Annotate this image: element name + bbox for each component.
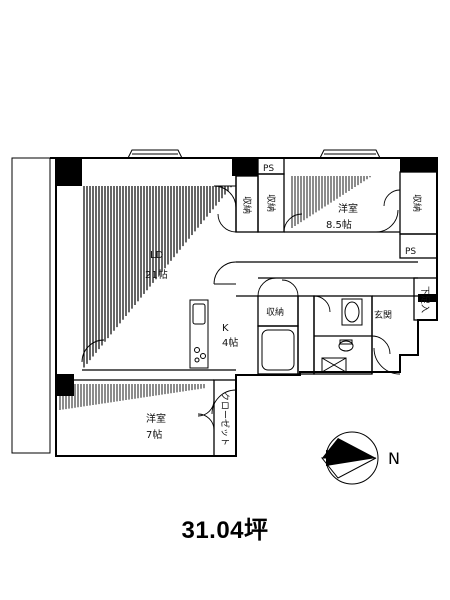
door-swings: [81, 185, 401, 431]
storage-label-1: 収納: [241, 196, 253, 214]
compass: N: [320, 431, 400, 485]
closet-label: クローゼット: [219, 392, 231, 446]
room-labels: LD 21帖 K 4帖 洋室 8.5帖 洋室 7帖 PS PS 収納 玄関 収納…: [145, 164, 430, 446]
entrance-label: 玄関: [374, 309, 392, 321]
ps-label-2: PS: [405, 247, 416, 257]
north-arrow-icon: [326, 450, 376, 466]
storage-label-4: 収納: [411, 194, 423, 212]
storage-label-2: 収納: [265, 194, 277, 212]
storage-label-3: 収納: [266, 306, 284, 318]
ld-size-label: 21帖: [145, 268, 168, 281]
windows: [127, 149, 381, 159]
ps-label-1: PS: [263, 164, 274, 174]
kitchen-label: K: [222, 323, 229, 334]
interior-walls: [74, 157, 438, 457]
bedroom2-label: 洋室: [146, 412, 166, 425]
bedroom1-hatch: [291, 176, 371, 228]
kitchen-size-label: 4帖: [222, 336, 238, 349]
fixtures: [189, 298, 363, 373]
ld-hatch: [82, 160, 232, 370]
bedroom1-label: 洋室: [338, 202, 358, 215]
bedroom2-size-label: 7帖: [146, 428, 162, 441]
bedroom1-size-label: 8.5帖: [326, 218, 352, 231]
north-label: N: [388, 449, 400, 468]
wall-columns: [56, 158, 437, 396]
shoebox-label: 下足入: [419, 286, 430, 313]
bedroom2-hatch: [59, 384, 205, 410]
ld-label: LD: [150, 250, 164, 261]
total-area: 31.04坪: [181, 517, 269, 544]
balcony: [11, 157, 51, 454]
